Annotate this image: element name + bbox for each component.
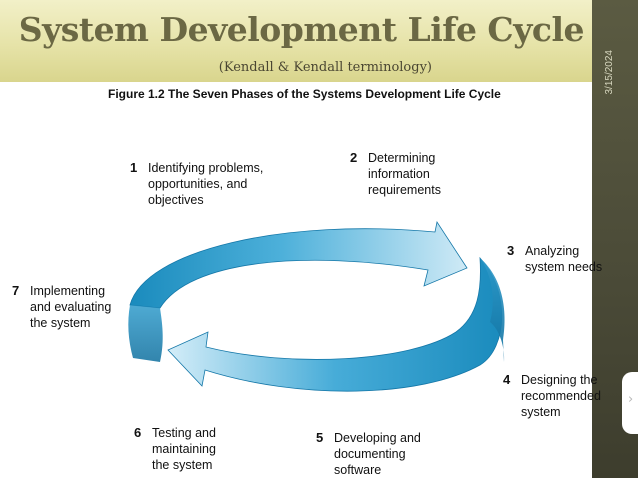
phase-label: Developing and documenting software — [334, 431, 421, 477]
phase-number: 7 — [12, 283, 20, 298]
sdlc-cycle-diagram — [128, 220, 505, 392]
lower-cycle-ribbon-edge — [480, 258, 505, 362]
slide-date: 3/15/2024 — [604, 50, 615, 95]
slide-number-badge: › — [622, 372, 638, 434]
phase-number: 2 — [350, 150, 358, 165]
phase-number: 5 — [316, 430, 324, 445]
lower-cycle-arrow — [167, 256, 503, 392]
slide-header-band — [0, 0, 592, 82]
phase-number: 1 — [130, 160, 138, 175]
figure-caption: Figure 1.2 The Seven Phases of the Syste… — [108, 87, 501, 101]
phase-label: Testing and maintaining the system — [152, 426, 216, 472]
slide-subtitle: (Kendall & Kendall terminology) — [218, 60, 432, 75]
upper-cycle-arrow — [129, 220, 468, 309]
phase-label: Analyzing system needs — [525, 244, 603, 274]
upper-cycle-ribbon-edge — [128, 305, 163, 362]
phase-label: Designing the recommended system — [521, 373, 601, 419]
phase-label: Implementing and evaluating the system — [30, 284, 112, 330]
phase-label: Determining information requirements — [368, 151, 441, 197]
phase-label: Identifying problems, opportunities, and… — [148, 161, 264, 207]
slide-title: System Development Life Cycle — [18, 10, 585, 49]
phase-number: 6 — [134, 425, 142, 440]
circular-arrows-icon — [128, 220, 505, 392]
phase-number: 3 — [507, 243, 515, 258]
phase-number: 4 — [503, 372, 511, 387]
